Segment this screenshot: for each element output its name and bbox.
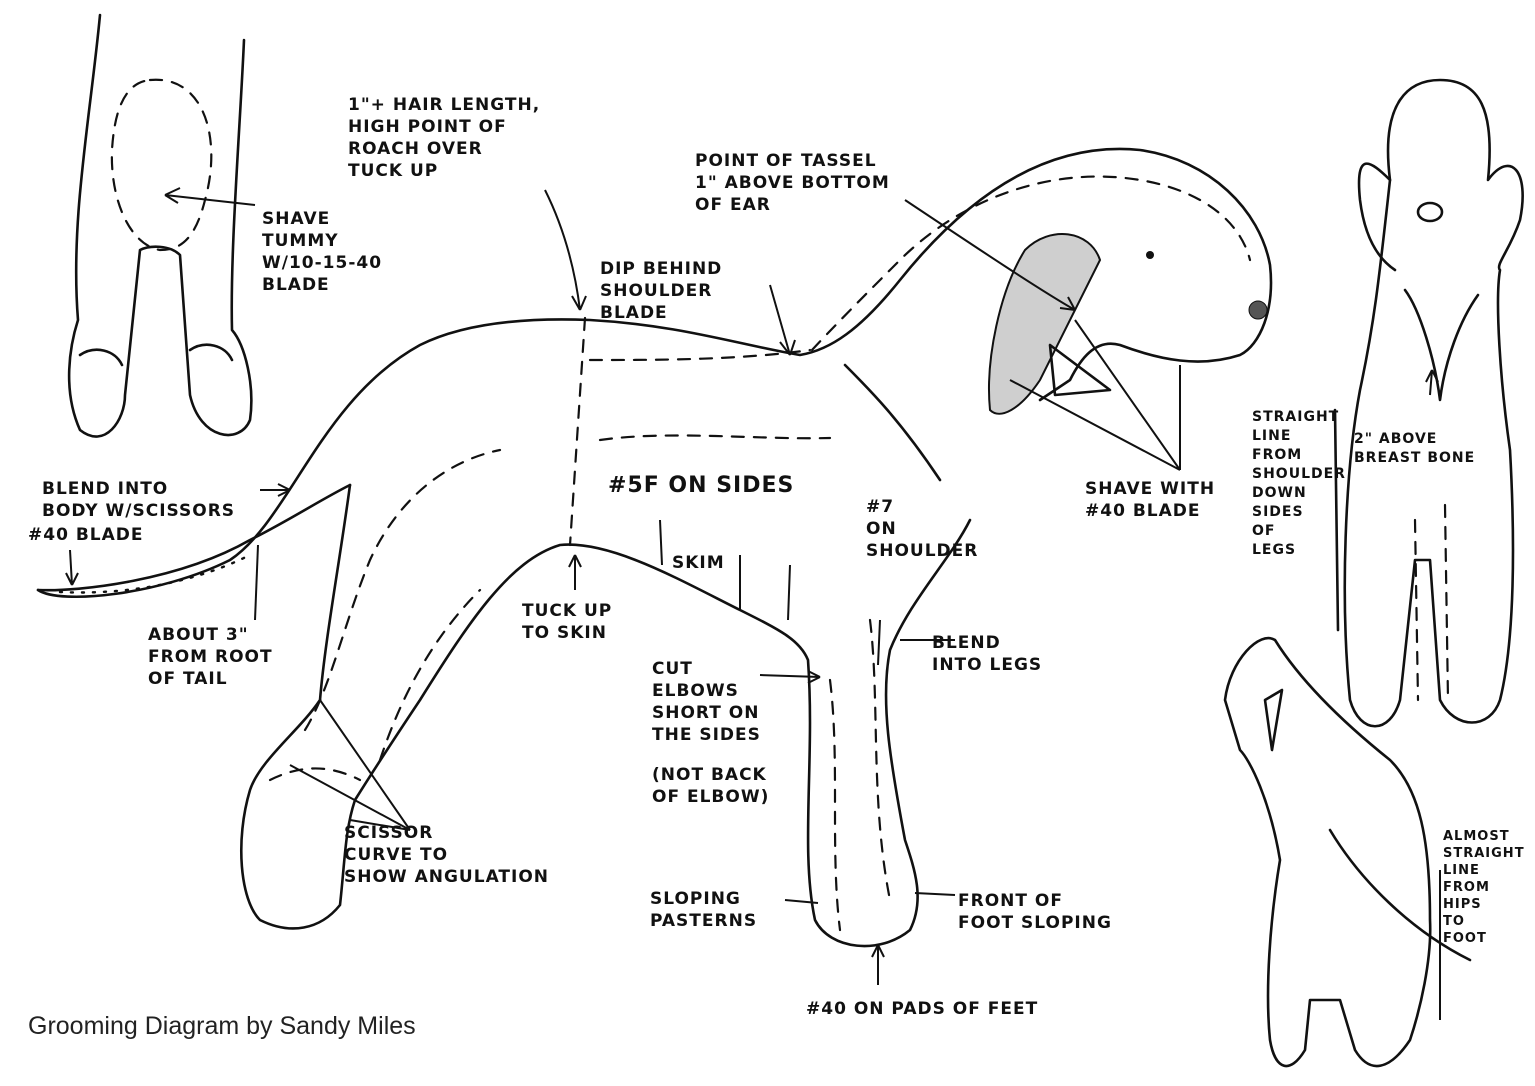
label-hair-length: 1"+ HAIR LENGTH, HIGH POINT OF ROACH OVE…	[348, 94, 540, 182]
credit-caption: Grooming Diagram by Sandy Miles	[28, 1012, 416, 1041]
label-40-blade-tail: #40 BLADE	[28, 524, 144, 546]
label-sloping-pasterns: SLOPING PASTERNS	[650, 888, 757, 932]
label-straight-line-shoulder: STRAIGHT LINE FROM SHOULDER DOWN SIDES O…	[1252, 408, 1346, 560]
label-dip-behind-shoulder: DIP BEHIND SHOULDER BLADE	[600, 258, 722, 324]
label-skim: SKIM	[672, 552, 725, 574]
label-shoulder: #7 ON SHOULDER	[866, 496, 978, 562]
label-shave-40: SHAVE WITH #40 BLADE	[1085, 478, 1215, 522]
label-scissor-curve: SCISSOR CURVE TO SHOW ANGULATION	[344, 822, 549, 888]
label-hips-to-foot: ALMOST STRAIGHT LINE FROM HIPS TO FOOT	[1443, 828, 1525, 947]
label-blend-legs: BLEND INTO LEGS	[932, 632, 1042, 676]
label-tuck-up: TUCK UP TO SKIN	[522, 600, 612, 644]
label-front-foot: FRONT OF FOOT SLOPING	[958, 890, 1112, 934]
front-view-sketch	[1335, 80, 1523, 726]
label-not-back-elbow: (NOT BACK OF ELBOW)	[652, 764, 769, 808]
underside-view-sketch	[69, 15, 255, 437]
label-root-tail: ABOUT 3" FROM ROOT OF TAIL	[148, 624, 273, 690]
label-tassel: POINT OF TASSEL 1" ABOVE BOTTOM OF EAR	[695, 150, 890, 216]
label-blend-into-body: BLEND INTO BODY W/SCISSORS	[42, 478, 235, 522]
label-elbows: CUT ELBOWS SHORT ON THE SIDES	[652, 658, 761, 746]
rear-view-sketch	[1225, 638, 1470, 1066]
label-shave-tummy: SHAVE TUMMY w/10-15-40 BLADE	[262, 208, 382, 296]
label-breast-bone: 2" ABOVE BREAST BONE	[1354, 430, 1475, 468]
label-pads-of-feet: #40 ON PADS OF FEET	[806, 998, 1038, 1020]
label-5f-sides: #5F ON SIDES	[608, 475, 794, 497]
